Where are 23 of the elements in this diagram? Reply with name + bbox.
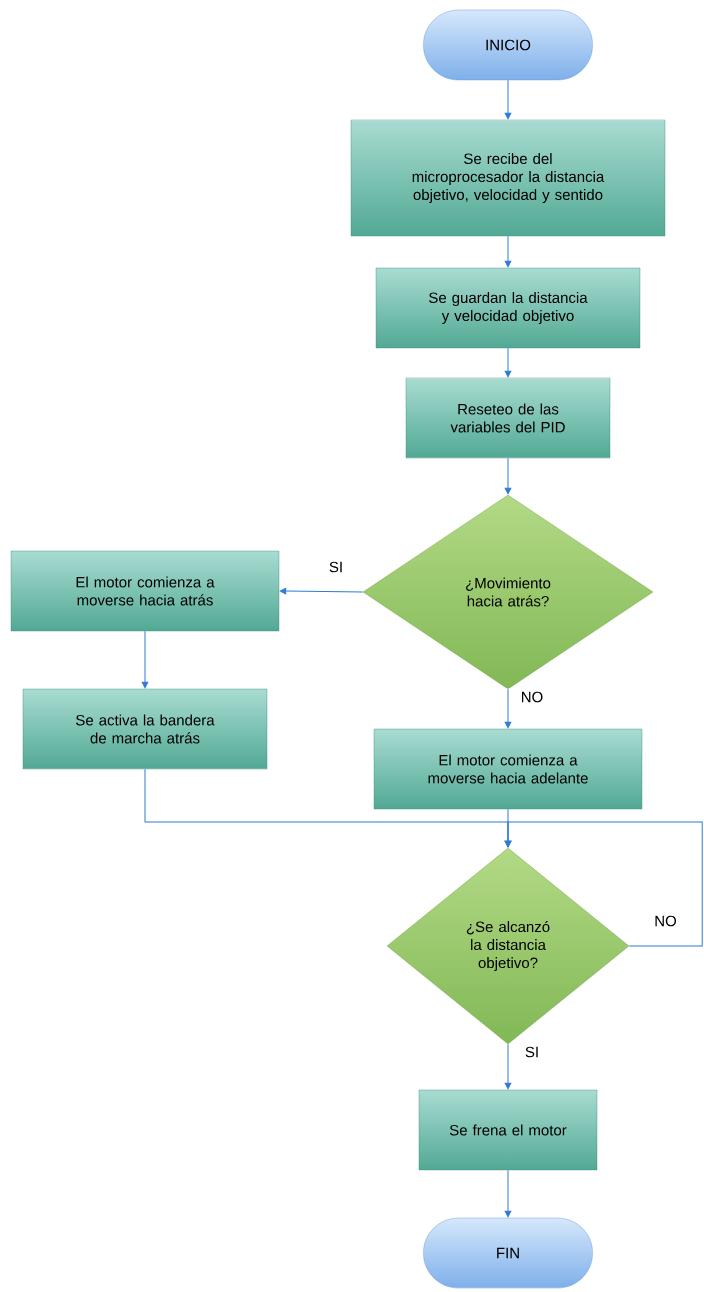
edge-label: SI: [327, 560, 345, 574]
arrow: [504, 1043, 512, 1090]
process-box: Se frena el motor: [418, 1089, 598, 1171]
arrow: [141, 630, 149, 689]
arrow: [504, 688, 512, 729]
edge-label: NO: [519, 690, 545, 704]
arrow: [504, 457, 512, 495]
edge-label: NO: [653, 914, 678, 928]
arrow: [504, 1169, 512, 1218]
edge-label: SI: [523, 1045, 541, 1059]
arrow: [504, 347, 512, 378]
process-box: Se guardan la distancia y velocidad objetivo: [375, 267, 641, 349]
arrow: [279, 587, 364, 595]
terminal-oval: INICIO: [423, 9, 593, 81]
process-box: Reseteo de las variables del PID: [405, 377, 611, 459]
arrow: [504, 79, 512, 120]
process-box: Se recibe del microprocesador la distancia objetivo, velocidad y sentido: [350, 119, 666, 237]
process-box: Se activa la bandera de marcha atrás: [22, 688, 268, 770]
process-box: El motor comienza a moverse hacia atrás: [10, 550, 280, 632]
process-box: El motor comienza a moverse hacia adelante: [373, 728, 643, 810]
terminal-oval: FIN: [423, 1217, 593, 1289]
arrow: [504, 821, 703, 947]
arrow: [504, 235, 512, 268]
